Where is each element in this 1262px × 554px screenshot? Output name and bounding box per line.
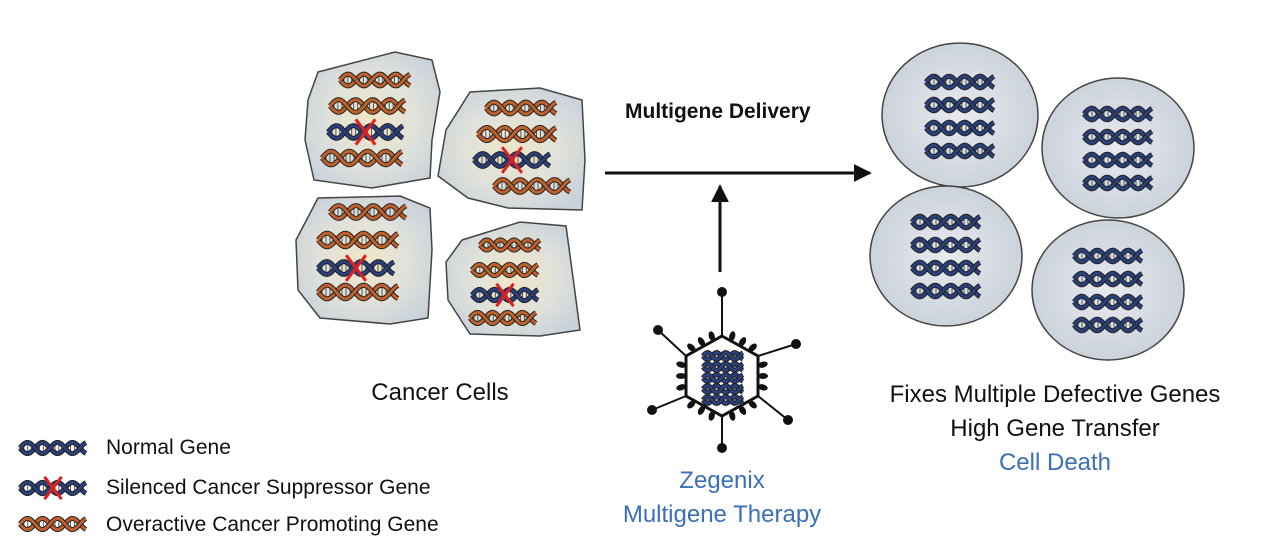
treated-caption-line3: Cell Death — [998, 449, 1112, 476]
cancer-gene-3 — [326, 118, 405, 146]
virus-knob-3 — [791, 339, 801, 349]
treated-caption-line2: High Gene Transfer — [950, 415, 1160, 442]
legend-silenced-helix — [18, 475, 88, 501]
treated-gene-2-3 — [1082, 151, 1154, 169]
cancer-gene-10 — [316, 230, 400, 250]
treated-gene-2-1 — [1082, 105, 1154, 123]
therapy-name: Zegenix — [679, 467, 765, 494]
cancer-gene-13 — [478, 237, 542, 253]
cancer-gene-7 — [472, 146, 552, 174]
virus-knob-4 — [647, 405, 657, 415]
virus-gene-5 — [701, 394, 745, 406]
treated-gene-2-2 — [1082, 128, 1154, 146]
treated-caption-line1: Fixes Multiple Defective Genes — [889, 381, 1221, 408]
virus-knob-5 — [783, 415, 793, 425]
treated-gene-3-4 — [910, 282, 982, 300]
cancer-cell-1 — [304, 51, 441, 189]
treated-gene-2-4 — [1082, 174, 1154, 192]
treated-gene-3-2 — [910, 236, 982, 254]
treated-gene-1-2 — [924, 96, 996, 114]
treated-gene-1-3 — [924, 119, 996, 137]
virus-knob-1 — [717, 287, 727, 297]
therapy-subtitle: Multigene Therapy — [622, 501, 822, 528]
cancer-gene-2 — [328, 97, 407, 115]
cancer-gene-14 — [470, 261, 540, 279]
cancer-cell-2 — [437, 87, 586, 211]
virus-gene-3 — [701, 372, 745, 384]
treated-gene-4-4 — [1072, 316, 1144, 334]
cancer-gene-12 — [316, 282, 400, 302]
cancer-cell-4 — [445, 221, 581, 337]
cancer-gene-16 — [468, 309, 538, 327]
treated-cell-4 — [1031, 219, 1185, 361]
cancer-gene-6 — [476, 124, 558, 144]
treated-gene-4-3 — [1072, 293, 1144, 311]
cancer-gene-9 — [328, 203, 408, 221]
treated-cells-group — [869, 42, 1195, 361]
treated-cell-1 — [881, 42, 1039, 188]
treated-gene-3-1 — [910, 213, 982, 231]
treated-gene-4-2 — [1072, 270, 1144, 288]
legend-overactive-gene: Overactive Cancer Promoting Gene — [106, 513, 439, 536]
treated-gene-1-4 — [924, 142, 996, 160]
virus-gene-1 — [701, 350, 745, 362]
cancer-gene-1 — [338, 71, 412, 89]
treated-gene-3-3 — [910, 259, 982, 277]
cancer-gene-15 — [470, 282, 540, 308]
cancer-gene-5 — [484, 99, 558, 117]
treated-cell-3 — [869, 185, 1023, 327]
legend-normal-helix — [18, 439, 88, 457]
treated-gene-4-1 — [1072, 247, 1144, 265]
legend-overactive-helix — [18, 515, 88, 533]
virus-knob-2 — [653, 325, 663, 335]
cancer-gene-4 — [320, 148, 404, 168]
treated-gene-1-1 — [924, 73, 996, 91]
cancer-gene-8 — [492, 177, 572, 195]
cancer-gene-11 — [316, 254, 396, 282]
virus-gene-2 — [701, 361, 745, 373]
virus-knob-6 — [717, 443, 727, 453]
cancer-cells-label: Cancer Cells — [371, 379, 509, 406]
legend-normal-gene: Normal Gene — [106, 436, 231, 459]
legend-silenced-gene: Silenced Cancer Suppressor Gene — [106, 476, 431, 499]
multigene-delivery-label: Multigene Delivery — [625, 100, 811, 123]
virus-gene-4 — [701, 383, 745, 395]
treated-cell-2 — [1041, 77, 1195, 219]
